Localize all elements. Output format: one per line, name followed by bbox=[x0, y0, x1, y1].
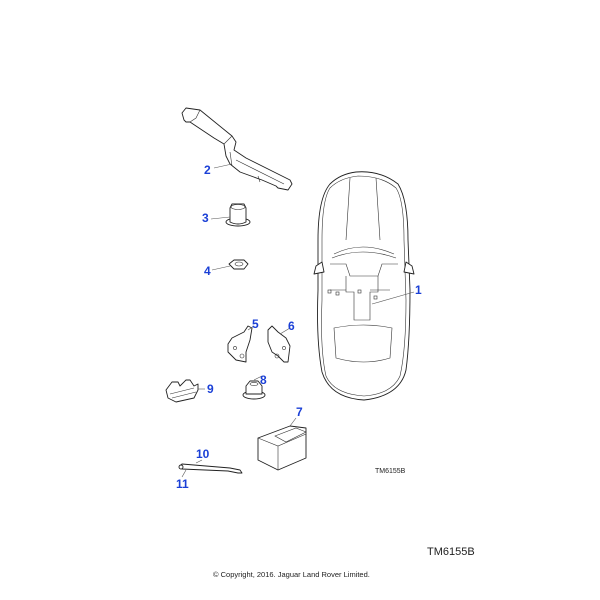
callout-1[interactable]: 1 bbox=[415, 283, 422, 297]
callout-2[interactable]: 2 bbox=[204, 163, 211, 177]
harness-bracket-drawing bbox=[181, 107, 293, 191]
cable-tie-drawing bbox=[178, 459, 243, 478]
callout-5[interactable]: 5 bbox=[252, 317, 259, 331]
copyright-notice: © Copyright, 2016. Jaguar Land Rover Lim… bbox=[213, 570, 370, 579]
callout-11[interactable]: 11 bbox=[176, 477, 189, 491]
callout-3[interactable]: 3 bbox=[202, 211, 209, 225]
drawing-reference-small: TM6155B bbox=[375, 468, 406, 475]
callout-9[interactable]: 9 bbox=[207, 382, 214, 396]
module-box-drawing bbox=[257, 417, 307, 471]
bracket-right-drawing bbox=[267, 325, 291, 363]
flange-nut-drawing bbox=[242, 375, 266, 400]
callout-10[interactable]: 10 bbox=[196, 447, 210, 461]
clip-drawing bbox=[165, 379, 205, 403]
callout-8[interactable]: 8 bbox=[260, 373, 267, 387]
callout-4[interactable]: 4 bbox=[204, 264, 211, 278]
drawing-reference: TM6155B bbox=[427, 546, 475, 558]
callout-6[interactable]: 6 bbox=[288, 319, 295, 333]
car-harness-drawing bbox=[313, 171, 415, 401]
bracket-left-drawing bbox=[227, 325, 255, 363]
grommet-drawing bbox=[210, 203, 251, 227]
callout-7[interactable]: 7 bbox=[296, 405, 303, 419]
nut-drawing bbox=[211, 259, 249, 271]
